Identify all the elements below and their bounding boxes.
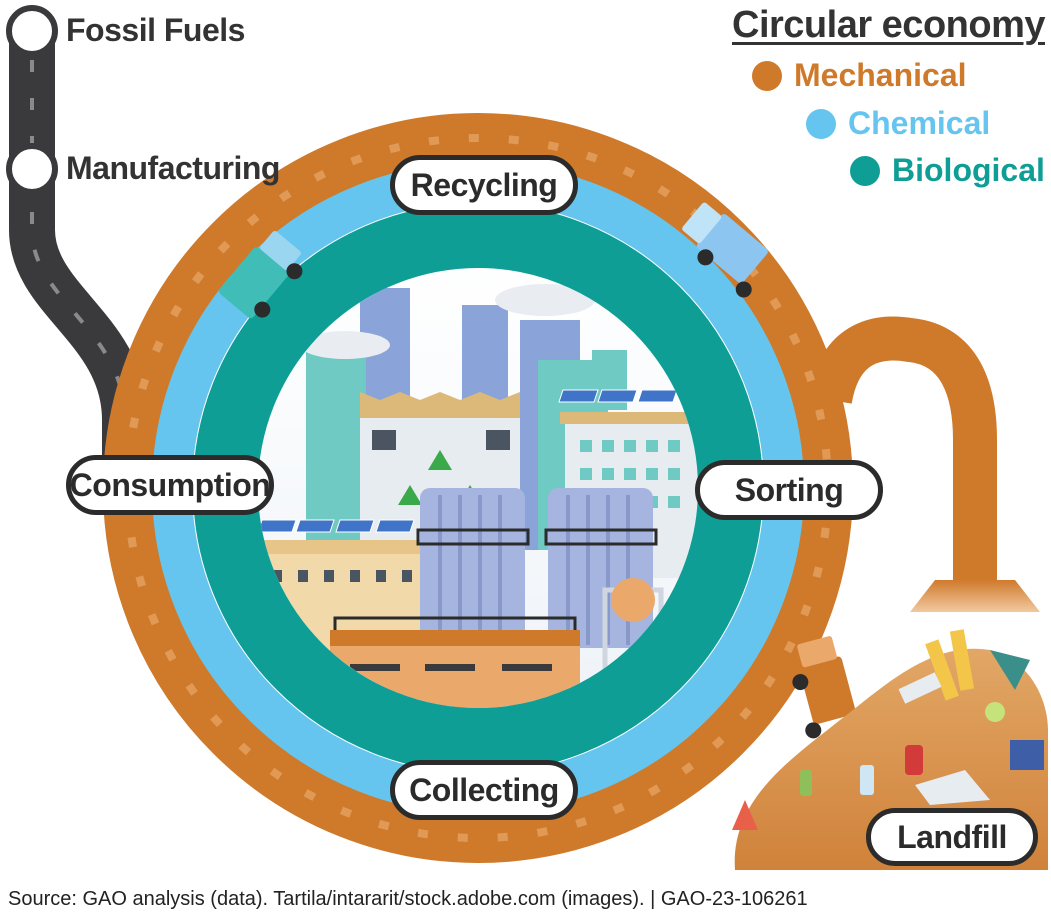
legend-dot-chemical — [806, 108, 836, 139]
manufacturing-label: Manufacturing — [66, 150, 280, 186]
recycling-stage: Recycling — [390, 155, 578, 215]
fossil-fuels-marker — [6, 5, 58, 57]
collecting-stage: Collecting — [390, 760, 578, 820]
recycling-city-illustration — [258, 268, 698, 708]
source-note: Source: GAO analysis (data). Tartila/int… — [8, 888, 808, 910]
landfill-stage: Landfill — [866, 808, 1038, 866]
fossil-fuels-label: Fossil Fuels — [66, 12, 245, 48]
legend-dot-biological — [850, 155, 880, 186]
legend-item-mechanical: Mechanical — [752, 57, 967, 94]
linear-road — [9, 20, 148, 470]
landfill-branch — [808, 316, 1040, 612]
garbage-truck-teal — [219, 230, 303, 319]
sorting-stage: Sorting — [695, 460, 883, 520]
legend-label: Chemical — [848, 105, 991, 141]
legend-label: Mechanical — [794, 57, 967, 93]
legend-item-biological: Biological — [850, 152, 1045, 189]
manufacturing-marker — [6, 143, 58, 195]
legend-dot-mechanical — [752, 60, 782, 91]
legend-label: Biological — [892, 152, 1045, 188]
legend-item-chemical: Chemical — [806, 105, 990, 142]
legend-title: Circular economy — [732, 4, 1046, 46]
garbage-truck-orange — [792, 636, 856, 739]
landfill-chute — [910, 580, 1040, 612]
garbage-truck-blue — [682, 202, 768, 298]
consumption-stage: Consumption — [66, 455, 274, 515]
